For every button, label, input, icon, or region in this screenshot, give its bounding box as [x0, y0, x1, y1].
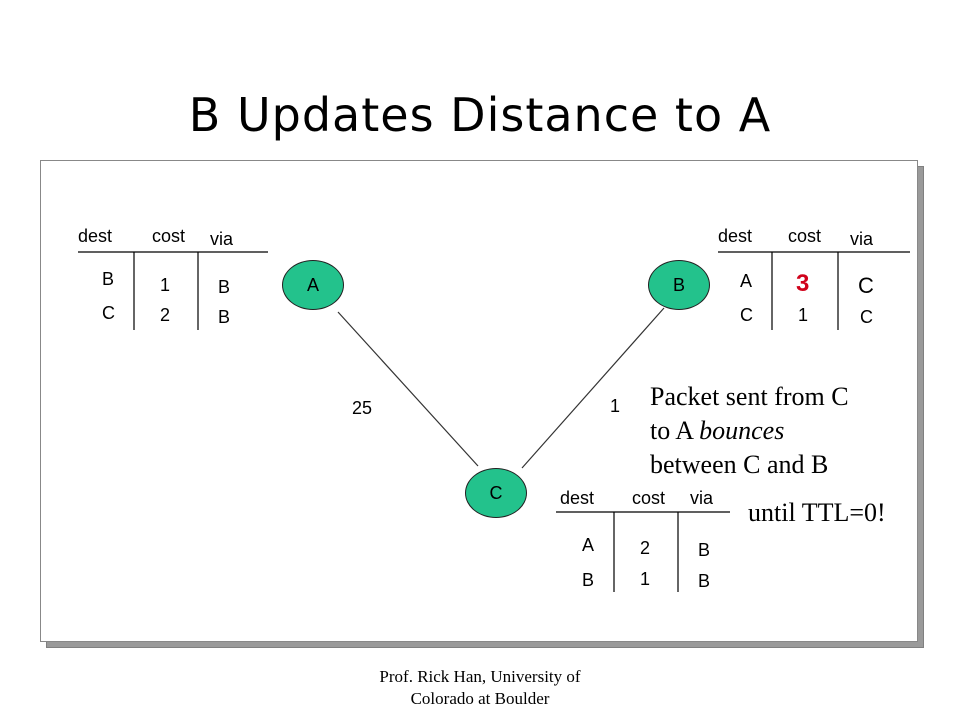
note-line-2: to A bounces	[650, 414, 849, 448]
slide-title: B Updates Distance to A	[188, 88, 772, 142]
table-a-header-cost: cost	[152, 226, 186, 246]
node-a: A	[282, 260, 344, 310]
table-b-row2-via: C	[860, 307, 873, 327]
table-c-row1-via: B	[698, 540, 711, 560]
edge-b-c	[521, 307, 665, 469]
node-c: C	[465, 468, 527, 518]
table-a-row1-dest: B	[102, 269, 115, 289]
table-a-row2-cost: 2	[160, 305, 171, 325]
table-a-header-dest: dest	[78, 226, 113, 246]
table-b-header-dest: dest	[718, 226, 753, 246]
table-c-row2-dest: B	[582, 570, 595, 590]
edge-b-c-cost: 1	[610, 396, 621, 416]
explanation-note: Packet sent from C to A bounces between …	[650, 380, 849, 482]
table-a-header-via: via	[210, 229, 234, 249]
table-b-row2-dest: C	[740, 305, 753, 325]
note-line-1: Packet sent from C	[650, 382, 849, 411]
table-a-row1-cost: 1	[160, 275, 171, 295]
table-b-row1-via: C	[858, 273, 874, 298]
note-line-3: between C and B	[650, 450, 829, 479]
table-c-row2-cost: 1	[640, 569, 651, 589]
table-a-row2-via: B	[218, 307, 231, 327]
table-c-row1-dest: A	[582, 535, 595, 555]
edge-a-c-cost: 25	[352, 398, 373, 418]
table-c-header-cost: cost	[632, 488, 666, 508]
edge-a-c	[337, 311, 479, 467]
table-a-row1-via: B	[218, 277, 231, 297]
table-c-header-via: via	[690, 488, 714, 508]
table-c-row2-via: B	[698, 571, 711, 591]
table-b-row1-dest: A	[740, 271, 753, 291]
note-line-2-prefix: to A	[650, 416, 700, 445]
diagram-panel	[40, 160, 918, 642]
table-c-row1-cost: 2	[640, 538, 651, 558]
note-line-4: until TTL=0!	[748, 498, 886, 527]
table-c-header-dest: dest	[560, 488, 595, 508]
table-b-row2-cost: 1	[798, 305, 809, 325]
note-line-2-italic: bounces	[699, 416, 785, 445]
footer-line-2: Colorado at Boulder	[410, 689, 550, 708]
table-b-header-cost: cost	[788, 226, 822, 246]
slide-footer: Prof. Rick Han, University of Colorado a…	[330, 666, 630, 710]
table-b-row1-cost-updated: 3	[796, 270, 810, 297]
table-b-header-via: via	[850, 229, 874, 249]
node-b: B	[648, 260, 710, 310]
footer-line-1: Prof. Rick Han, University of	[379, 667, 581, 686]
table-a-row2-dest: C	[102, 303, 115, 323]
